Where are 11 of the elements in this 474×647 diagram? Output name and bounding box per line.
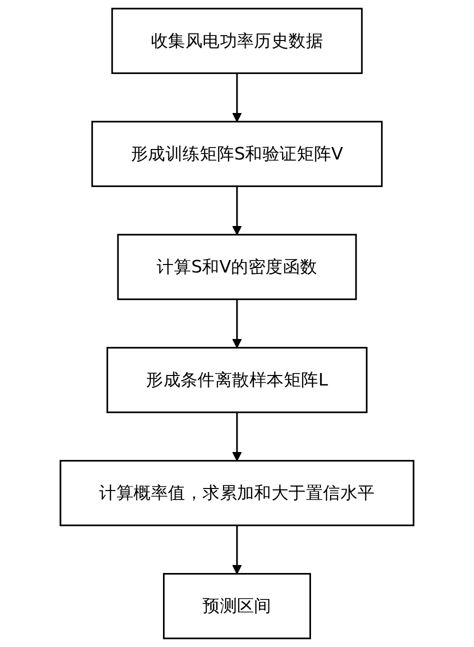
node-box: 计算S和V的密度函数	[117, 234, 357, 300]
arrow	[232, 525, 242, 574]
arrow	[232, 299, 242, 348]
arrow	[232, 186, 242, 236]
node-box: 预测区间	[162, 572, 312, 640]
node-box: 收集风电功率历史数据	[111, 8, 363, 74]
node-box: 计算概率值，求累加和大于置信水平	[60, 460, 414, 526]
arrow	[232, 412, 242, 462]
node-box: 形成条件离散样本矩阵L	[106, 346, 368, 414]
node-box: 形成训练矩阵S和验证矩阵V	[91, 120, 383, 188]
arrow	[232, 73, 242, 122]
